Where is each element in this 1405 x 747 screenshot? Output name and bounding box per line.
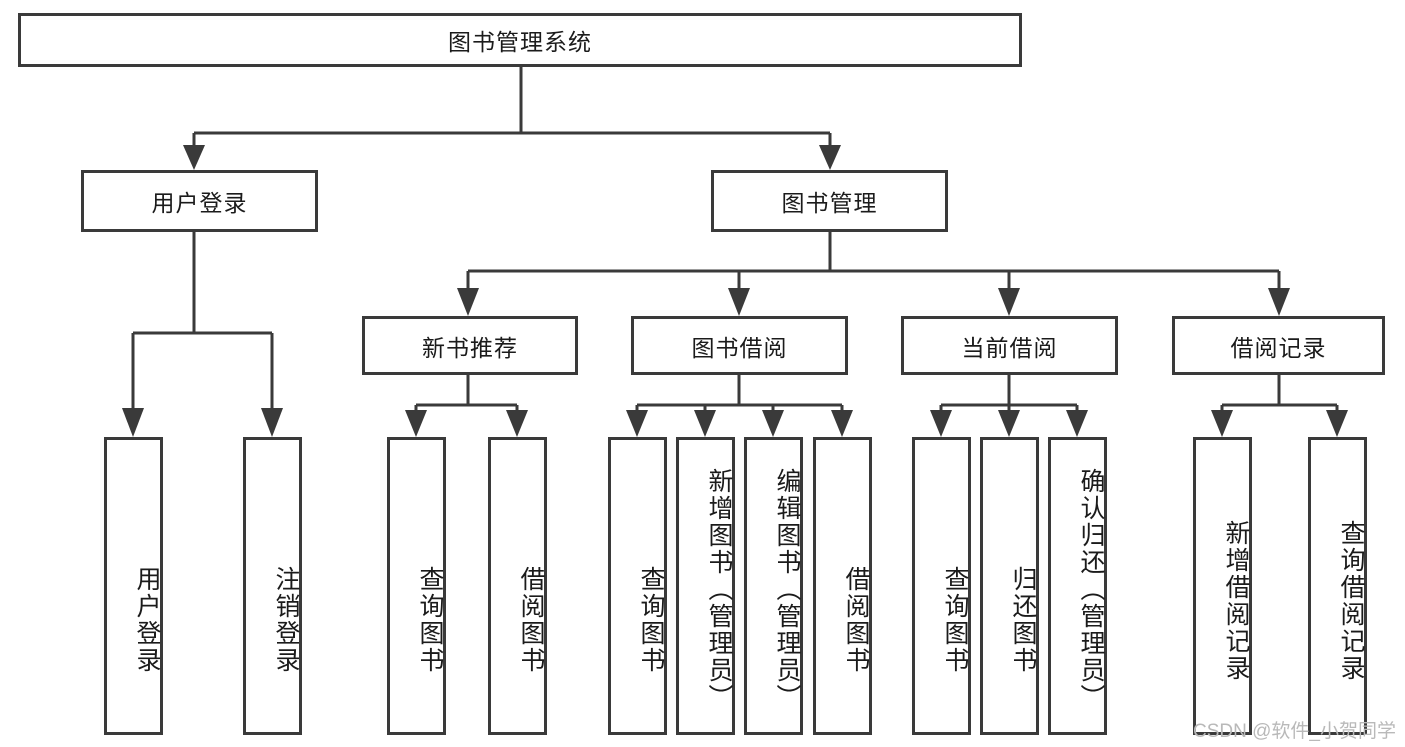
node-new-book-rec-label: 新书推荐 <box>422 334 518 361</box>
arrow-leaf-return-book <box>998 410 1020 437</box>
arrow-leaf-query-book-1 <box>405 410 427 437</box>
arrow-new-book-rec <box>457 288 479 316</box>
arrow-user-login <box>183 145 205 170</box>
node-leaf-return-book[interactable]: 归还图书 <box>980 437 1039 735</box>
node-leaf-add-book[interactable]: 新增图书（管理员） <box>676 437 735 735</box>
arrow-leaf-add-record <box>1211 410 1233 437</box>
node-leaf-add-record[interactable]: 新增借阅记录 <box>1193 437 1252 735</box>
arrow-leaf-borrow-book-2 <box>831 410 853 437</box>
arrow-book-manage <box>819 145 841 170</box>
node-leaf-query-book-3-label: 查询图书 <box>941 566 969 674</box>
node-leaf-query-record-label: 查询借阅记录 <box>1337 520 1365 682</box>
node-leaf-borrow-book-2-label: 借阅图书 <box>842 566 870 674</box>
arrow-leaf-add-book <box>694 410 716 437</box>
node-current-borrow[interactable]: 当前借阅 <box>901 316 1118 375</box>
node-leaf-user-login[interactable]: 用户登录 <box>104 437 163 735</box>
node-user-login-label: 用户登录 <box>151 190 248 216</box>
node-borrow-record[interactable]: 借阅记录 <box>1172 316 1385 375</box>
node-new-book-rec[interactable]: 新书推荐 <box>362 316 578 375</box>
node-leaf-return-book-label: 归还图书 <box>1009 566 1037 674</box>
arrow-leaf-user-login <box>122 408 144 437</box>
node-root[interactable]: 图书管理系统 <box>18 13 1022 67</box>
node-leaf-add-record-label: 新增借阅记录 <box>1222 520 1250 682</box>
arrow-leaf-query-record <box>1326 410 1348 437</box>
arrow-leaf-logout-login <box>261 408 283 437</box>
node-leaf-borrow-book-1[interactable]: 借阅图书 <box>488 437 547 735</box>
node-leaf-logout-login-label: 注销登录 <box>272 566 300 674</box>
node-leaf-query-book-2[interactable]: 查询图书 <box>608 437 667 735</box>
node-leaf-query-book-1[interactable]: 查询图书 <box>387 437 446 735</box>
node-book-borrow-label: 图书借阅 <box>691 334 788 361</box>
node-leaf-add-book-label: 新增图书（管理员） <box>705 467 733 711</box>
node-leaf-query-book-2-label: 查询图书 <box>637 566 665 674</box>
arrow-borrow-record <box>1268 288 1290 316</box>
node-root-label: 图书管理系统 <box>448 29 592 55</box>
node-leaf-edit-book-label: 编辑图书（管理员） <box>773 467 801 711</box>
node-user-login[interactable]: 用户登录 <box>81 170 318 232</box>
node-leaf-confirm-return-label: 确认归还（管理员） <box>1077 467 1105 711</box>
arrow-leaf-borrow-book-1 <box>506 410 528 437</box>
node-book-borrow[interactable]: 图书借阅 <box>631 316 848 375</box>
node-book-manage[interactable]: 图书管理 <box>711 170 948 232</box>
node-leaf-query-record[interactable]: 查询借阅记录 <box>1308 437 1367 735</box>
node-leaf-user-login-label: 用户登录 <box>133 566 161 674</box>
node-leaf-query-book-3[interactable]: 查询图书 <box>912 437 971 735</box>
node-leaf-query-book-1-label: 查询图书 <box>416 566 444 674</box>
arrow-book-borrow <box>728 288 750 316</box>
arrow-current-borrow <box>998 288 1020 316</box>
node-borrow-record-label: 借阅记录 <box>1230 334 1327 361</box>
arrow-leaf-edit-book <box>762 410 784 437</box>
node-leaf-borrow-book-2[interactable]: 借阅图书 <box>813 437 872 735</box>
arrow-leaf-confirm-return <box>1066 410 1088 437</box>
node-current-borrow-label: 当前借阅 <box>961 334 1058 361</box>
arrow-leaf-query-book-2 <box>626 410 648 437</box>
arrow-leaf-query-book-3 <box>930 410 952 437</box>
node-book-manage-label: 图书管理 <box>781 190 878 216</box>
node-leaf-logout-login[interactable]: 注销登录 <box>243 437 302 735</box>
node-leaf-edit-book[interactable]: 编辑图书（管理员） <box>744 437 803 735</box>
node-leaf-borrow-book-1-label: 借阅图书 <box>517 566 545 674</box>
node-leaf-confirm-return[interactable]: 确认归还（管理员） <box>1048 437 1107 735</box>
